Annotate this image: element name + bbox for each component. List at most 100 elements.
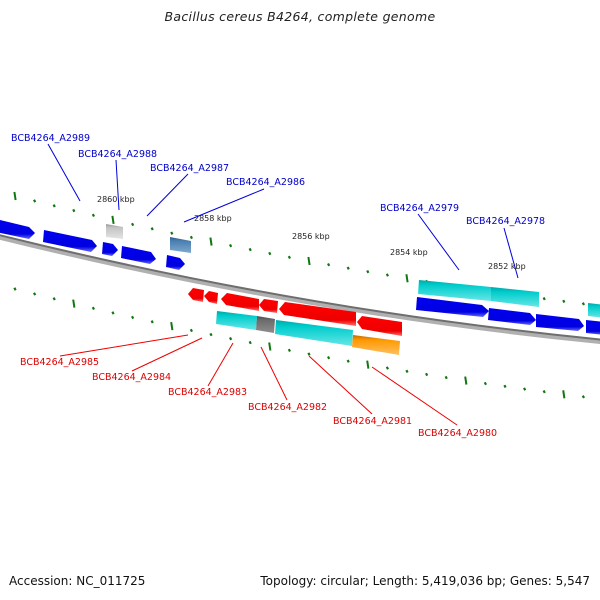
inner-minor-tick [327,355,331,360]
gene-label-a2979[interactable]: BCB4264_A2979 [380,203,459,214]
gene-forward-a2977[interactable] [536,314,584,331]
leader-line-a2981 [308,355,373,415]
outer-minor-tick [189,235,193,240]
gene-label-a2978[interactable]: BCB4264_A2978 [466,216,545,227]
leader-line-a2987 [146,173,189,217]
inner-minor-tick [33,292,37,296]
leader-line-a2988 [115,159,120,211]
feature-cds-a2983[interactable] [216,311,257,330]
outer-minor-tick [33,199,37,203]
inner-minor-tick [542,390,546,394]
gene-label-a2982[interactable]: BCB4264_A2982 [248,402,327,413]
gene-forward-a2976[interactable] [586,320,600,335]
leader-line-a2989 [47,143,81,202]
outer-major-tick [209,237,213,246]
inner-minor-tick [346,359,350,363]
gene-reverse-a2981[interactable] [279,302,356,326]
scale-label-2860: 2860 kbp [97,195,135,204]
outer-minor-tick [346,266,350,270]
inner-major-tick [464,376,468,385]
inner-minor-tick [13,287,17,291]
forward-genes [0,219,600,335]
outer-minor-tick [287,255,291,260]
gene-forward-a2978[interactable] [488,308,536,325]
gene-forward-a2979[interactable] [416,297,489,317]
topology-summary: Topology: circular; Length: 5,419,036 bp… [260,574,590,588]
inner-minor-tick [287,348,291,353]
gene-label-a2984[interactable]: BCB4264_A2984 [92,372,171,383]
scale-label-2854: 2854 kbp [390,248,428,257]
gene-label-a2986[interactable]: BCB4264_A2986 [226,177,305,188]
gene-reverse-a2982[interactable] [259,299,278,313]
gene-label-a2985[interactable]: BCB4264_A2985 [20,357,99,368]
inner-minor-tick [248,340,252,345]
gene-forward-a2989[interactable] [43,230,97,252]
reverse-labels: BCB4264_A2985 BCB4264_A2984 BCB4264_A298… [20,334,497,439]
gene-label-a2981[interactable]: BCB4264_A2981 [333,416,412,427]
accession-text: Accession: NC_011725 [9,574,146,588]
outer-major-tick [307,256,311,266]
outer-minor-tick [72,208,76,213]
inner-tick-row [13,287,585,399]
outer-minor-tick [366,269,370,274]
feature-orange-a2980[interactable] [352,335,400,355]
reverse-genes [188,288,402,355]
inner-major-tick [170,322,174,331]
gene-forward-a2990[interactable] [0,219,35,239]
gene-forward-a2988[interactable] [102,242,118,256]
leader-line-a2978 [503,227,519,279]
inner-minor-tick [503,384,507,389]
gene-reverse-a2983[interactable] [221,293,259,311]
outer-minor-tick [131,222,135,227]
feature-cds-a2976[interactable] [588,303,600,318]
scale-label-2856: 2856 kbp [292,232,330,241]
gene-label-a2987[interactable]: BCB4264_A2987 [150,163,229,174]
feature-gray-a2988[interactable] [106,224,123,239]
gene-reverse-a2980[interactable] [357,316,402,336]
feature-cds-a2981[interactable] [275,320,353,346]
outer-minor-tick [562,299,566,304]
gene-label-a2983[interactable]: BCB4264_A2983 [168,387,247,398]
gene-reverse-a2984[interactable] [204,291,218,304]
outer-minor-tick [268,251,272,256]
gene-forward-a2986[interactable] [166,255,185,270]
leader-line-a2982 [260,346,288,401]
gene-forward-a2987[interactable] [121,246,156,264]
scale-labels: 2860 kbp 2858 kbp 2856 kbp 2854 kbp 2852… [97,195,526,271]
outer-minor-tick [327,262,331,267]
outer-minor-tick [91,213,95,217]
inner-minor-tick [189,328,193,333]
gene-label-a2980[interactable]: BCB4264_A2980 [418,428,497,439]
inner-major-tick [562,390,566,399]
inner-minor-tick [444,375,448,380]
genome-backbone [0,234,600,345]
inner-major-tick [268,342,272,351]
leader-line-a2986 [183,188,265,223]
outer-major-tick [405,274,409,283]
inner-major-tick [366,360,370,369]
outer-minor-tick [229,243,233,248]
outer-minor-tick [385,273,389,277]
leader-line-a2984 [131,337,203,372]
inner-minor-tick [52,297,56,301]
outer-minor-tick [248,247,252,252]
outer-minor-tick [150,227,154,231]
inner-minor-tick [229,336,233,341]
inner-minor-tick [131,315,135,320]
feature-cds-a2979[interactable] [418,280,491,301]
outer-minor-tick [52,204,56,208]
gene-label-a2989[interactable]: BCB4264_A2989 [11,133,90,144]
gene-reverse-a2985[interactable] [188,288,204,302]
outer-minor-tick [170,231,174,235]
gene-label-a2988[interactable]: BCB4264_A2988 [78,149,157,160]
inner-minor-tick [405,369,409,373]
feature-steelblue-a2986[interactable] [170,237,191,253]
feature-cds-a2978[interactable] [491,287,539,307]
leader-line-a2979 [417,213,460,271]
inner-minor-tick [111,311,115,315]
inner-minor-tick [523,387,527,391]
feature-gray-a2982[interactable] [256,316,275,333]
genome-backbone-highlight [0,234,600,341]
outer-major-tick [13,191,17,201]
